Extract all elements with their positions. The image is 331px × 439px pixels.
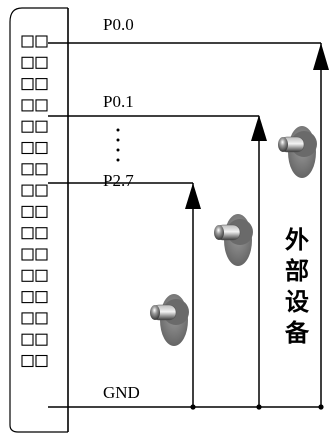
connector-pin <box>21 205 34 218</box>
ellipsis-dot <box>116 158 120 162</box>
connector-pin <box>35 312 48 325</box>
connector-pin <box>21 333 34 346</box>
connector-pin <box>35 141 48 155</box>
ellipsis-dot <box>116 148 120 152</box>
ellipsis-dot <box>116 138 120 142</box>
connector-pin <box>35 227 48 240</box>
switch-icon <box>278 126 317 178</box>
connector-pin <box>35 99 48 112</box>
connector-pin <box>21 184 34 197</box>
pin-label-p01: P0.1 <box>103 92 134 111</box>
junction-dot <box>318 404 324 410</box>
connector-pin <box>21 35 34 48</box>
switch-knob <box>278 137 288 152</box>
connector-pin <box>21 227 34 240</box>
connector-pin <box>35 184 48 197</box>
switch-knob <box>214 225 224 240</box>
wire-p01 <box>48 115 260 130</box>
connector-pin <box>21 141 34 155</box>
pin-label-p00: P0.0 <box>103 15 134 34</box>
connector-pin <box>21 78 34 91</box>
connector-pin <box>21 354 34 368</box>
connector-pin <box>35 35 48 48</box>
arrowhead-p00 <box>313 43 329 70</box>
connector-pin <box>35 248 48 261</box>
connector-pin <box>35 78 48 91</box>
connector-pin <box>35 269 48 282</box>
junction-dot <box>190 404 196 410</box>
pin-label-gnd: GND <box>103 383 140 402</box>
connector-pin <box>21 269 34 282</box>
connector-pin <box>35 56 48 69</box>
connector-pin <box>35 291 48 304</box>
ellipsis-dot <box>116 128 120 132</box>
connector-pin <box>21 56 34 69</box>
connector-pin <box>21 99 34 112</box>
connector-pin <box>35 354 48 368</box>
connector-body <box>9 7 68 433</box>
connector-pin <box>21 312 34 325</box>
connector-pin-grid <box>21 35 48 368</box>
connector-pin <box>21 248 34 261</box>
junction-dot <box>256 404 262 410</box>
connector-pin <box>35 163 48 176</box>
connector-pin <box>35 120 48 133</box>
device-label-char: 部 <box>285 257 309 285</box>
connector-pin <box>35 205 48 218</box>
switch-icon <box>214 214 253 266</box>
device-label-char: 设 <box>285 288 309 316</box>
device-label-char: 外 <box>285 226 309 254</box>
arrowhead-p27 <box>185 183 201 209</box>
device-label-char: 备 <box>285 319 309 347</box>
connector-pin <box>21 291 34 304</box>
switch-icon <box>150 294 189 346</box>
arrowhead-p01 <box>251 115 267 141</box>
wire-p00 <box>48 42 322 58</box>
connector-pin <box>35 333 48 346</box>
external-device-label: 外 部 设 备 <box>282 225 312 349</box>
connector-pin <box>21 120 34 133</box>
switch-knob <box>150 305 160 320</box>
connector-pin <box>21 163 34 176</box>
pin-label-p27: P2.7 <box>103 171 134 190</box>
